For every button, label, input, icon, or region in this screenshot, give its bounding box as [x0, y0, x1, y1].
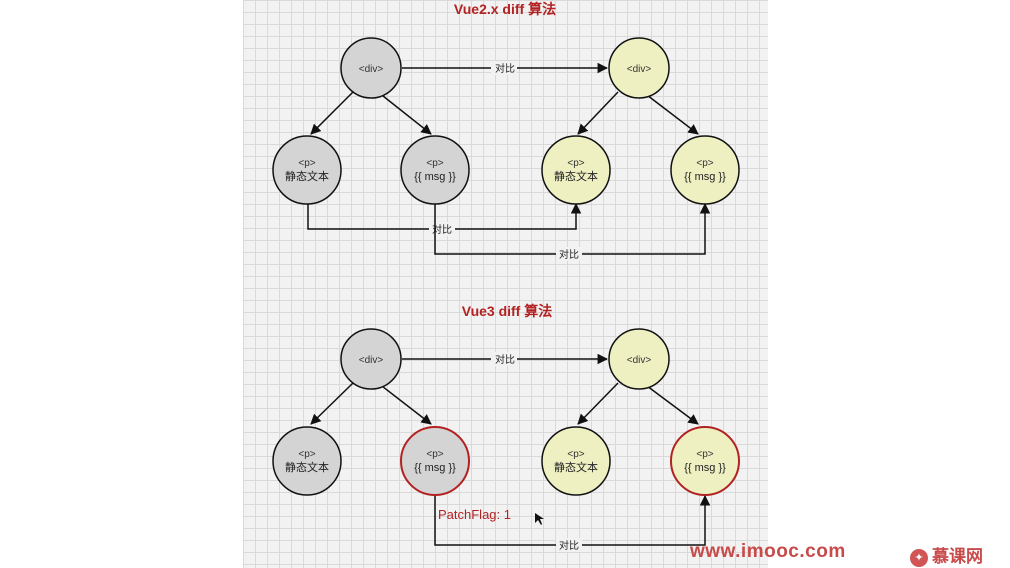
top-compare-label-static: 对比	[432, 223, 452, 236]
bottom-right-edge-2	[642, 382, 699, 425]
node-tag: <div>	[359, 355, 384, 366]
bottom-compare-label-bg-msg	[556, 538, 582, 552]
bottom-new-root-node: <div>	[608, 328, 670, 390]
node-text: 静态文本	[554, 169, 598, 183]
bottom-old-child-msg: <p> {{ msg }}	[400, 426, 470, 496]
node-text: 静态文本	[285, 169, 329, 183]
node-tag: <p>	[567, 449, 584, 460]
bottom-old-root-node: <div>	[340, 328, 402, 390]
bottom-compare-label-root: 对比	[495, 353, 515, 366]
node-tag: <p>	[298, 449, 315, 460]
node-text: 静态文本	[554, 460, 598, 474]
top-title: Vue2.x diff 算法	[454, 1, 556, 17]
brand-logo-icon: ✦	[910, 548, 928, 567]
brand-name: 慕课网	[932, 547, 983, 566]
cursor-icon	[535, 513, 544, 525]
watermark-brand: ✦慕课网	[910, 542, 983, 567]
top-left-edge-1	[310, 91, 354, 135]
node-tag: <p>	[426, 449, 443, 460]
bottom-right-edge-1	[577, 382, 619, 425]
node-text: {{ msg }}	[414, 171, 456, 183]
bottom-new-child-msg: <p> {{ msg }}	[670, 426, 740, 496]
top-compare-label-msg: 对比	[559, 248, 579, 261]
node-tag: <p>	[567, 158, 584, 169]
bottom-compare-label-bg-root	[491, 352, 517, 366]
top-compare-label-bg-msg	[556, 247, 582, 261]
node-text: 静态文本	[285, 460, 329, 474]
bottom-left-edge-2	[377, 382, 432, 425]
node-text: {{ msg }}	[684, 171, 726, 183]
patch-flag-label: PatchFlag: 1	[438, 507, 511, 522]
bottom-new-child-static: <p> 静态文本	[541, 426, 611, 496]
top-new-child-msg: <p> {{ msg }}	[670, 135, 740, 205]
top-old-root-node: <div>	[340, 37, 402, 99]
bottom-title: Vue3 diff 算法	[462, 303, 553, 319]
node-tag: <p>	[298, 158, 315, 169]
top-right-edge-1	[577, 91, 619, 135]
node-text: {{ msg }}	[414, 462, 456, 474]
node-tag: <p>	[696, 158, 713, 169]
node-tag: <div>	[627, 355, 652, 366]
bottom-left-edge-1	[310, 382, 354, 425]
top-compare-label-root: 对比	[495, 62, 515, 75]
top-old-child-msg: <p> {{ msg }}	[400, 135, 470, 205]
node-tag: <div>	[359, 64, 384, 75]
diff-diagram: Vue2.x diff 算法 对比 对比 对比 <div> <div> <p> …	[272, 1, 740, 552]
node-tag: <p>	[426, 158, 443, 169]
top-new-child-static: <p> 静态文本	[541, 135, 611, 205]
bottom-compare-label-msg: 对比	[559, 539, 579, 552]
node-tag: <div>	[627, 64, 652, 75]
top-compare-label-bg-root	[491, 61, 517, 75]
top-new-root-node: <div>	[608, 37, 670, 99]
top-old-child-static: <p> 静态文本	[272, 135, 342, 205]
top-left-edge-2	[377, 91, 432, 135]
node-tag: <p>	[696, 449, 713, 460]
node-text: {{ msg }}	[684, 462, 726, 474]
bottom-old-child-static: <p> 静态文本	[272, 426, 342, 496]
top-right-edge-2	[642, 91, 699, 135]
diagram-canvas: Vue2.x diff 算法 对比 对比 对比 <div> <div> <p> …	[243, 0, 768, 568]
watermark-url: www.imooc.com	[690, 541, 846, 562]
